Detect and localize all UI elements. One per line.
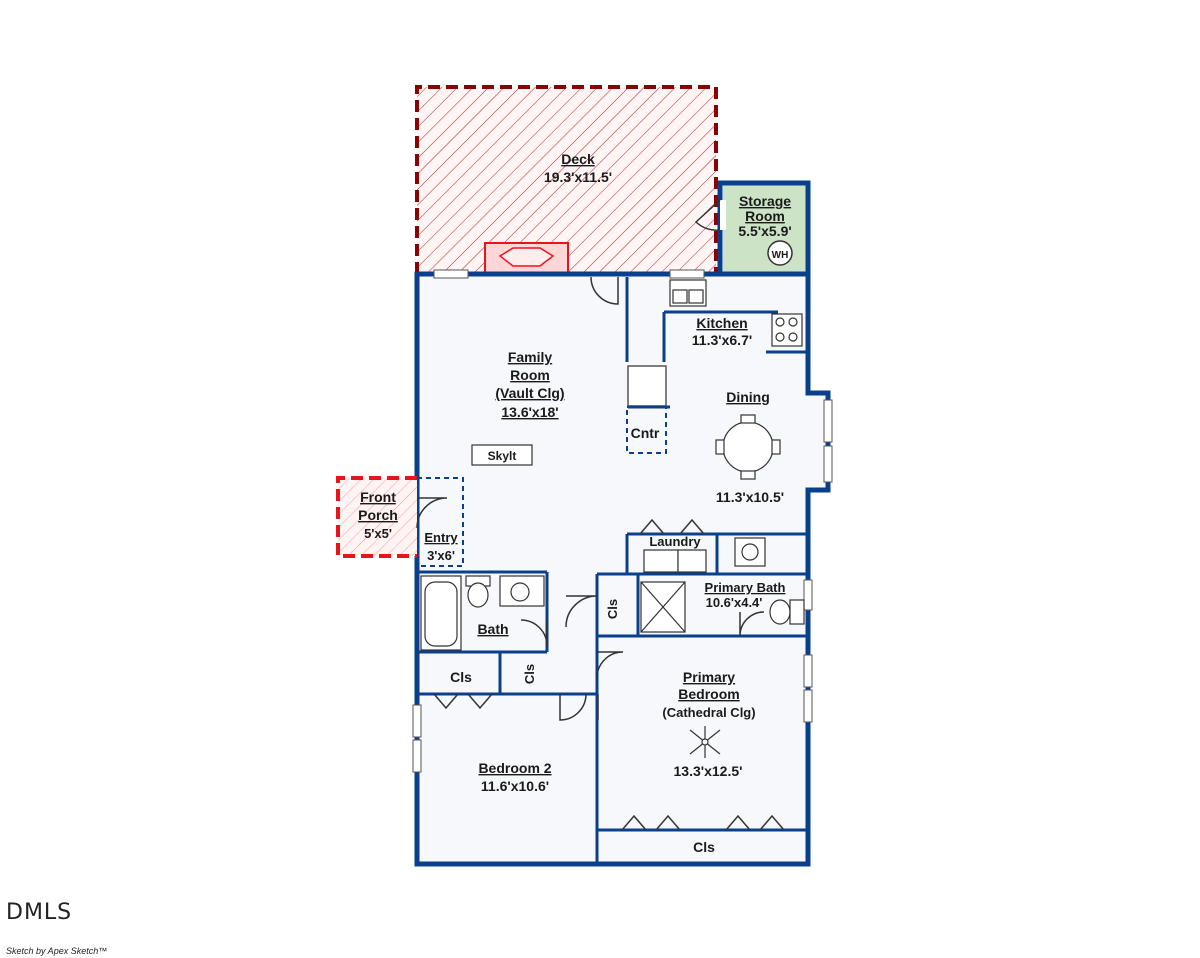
primary-bedroom-name-1: Primary xyxy=(683,669,735,685)
sink-icon xyxy=(741,543,759,561)
primary-bedroom-name-2: Bedroom xyxy=(678,686,739,702)
water-heater-label: WH xyxy=(772,250,789,261)
primary-bedroom-size: 13.3'x12.5' xyxy=(674,763,743,779)
family-name-1: Family xyxy=(508,349,553,365)
bedroom2-name: Bedroom 2 xyxy=(478,760,551,776)
bath-sink-icon xyxy=(510,582,530,602)
deck-size: 19.3'x11.5' xyxy=(544,169,612,185)
closet-bath-label: Cls xyxy=(605,599,620,619)
storage-size: 5.5'x5.9' xyxy=(738,223,791,239)
fixtures xyxy=(420,279,805,651)
primary-bath-name: Primary Bath xyxy=(705,580,786,595)
skylight-icon xyxy=(471,444,533,466)
porch-name-1: Front xyxy=(360,489,396,505)
doors xyxy=(416,276,765,721)
counter-outline xyxy=(626,406,667,454)
house-body xyxy=(412,269,833,867)
bifold-doors xyxy=(433,518,785,831)
closet-mid-label: Cls xyxy=(522,664,537,684)
interior-walls xyxy=(419,277,806,864)
toilet-icon xyxy=(769,599,791,625)
dining-name: Dining xyxy=(726,389,770,405)
family-name-2: Room xyxy=(510,367,550,383)
skylight-label: Skylt xyxy=(488,449,517,463)
counter-label: Cntr xyxy=(631,425,660,441)
dining-table-icon xyxy=(722,421,774,473)
primary-bedroom-note: (Cathedral Clg) xyxy=(662,705,755,720)
sketch-credit: Sketch by Apex Sketch™ xyxy=(6,946,108,956)
front-porch xyxy=(336,406,667,567)
entry-size: 3'x6' xyxy=(427,548,455,563)
bath-name: Bath xyxy=(477,621,508,637)
kitchen-size: 11.3'x6.7' xyxy=(692,332,752,348)
storage-name-2: Room xyxy=(745,208,785,224)
range-icon xyxy=(771,313,803,347)
deck-area xyxy=(415,85,718,275)
family-size: 13.6'x18' xyxy=(501,404,558,420)
ceiling-fan-icon xyxy=(689,726,721,758)
porch-size: 5'x5' xyxy=(364,526,392,541)
primary-bath-size: 10.6'x4.4' xyxy=(706,595,763,610)
washer-icon xyxy=(643,549,679,573)
kitchen-name: Kitchen xyxy=(696,315,747,331)
storage-name-1: Storage xyxy=(739,193,791,209)
closet-bottom-label: Cls xyxy=(693,839,715,855)
entry-name: Entry xyxy=(424,530,458,545)
bedroom2-size: 11.6'x10.6' xyxy=(481,778,549,794)
water-heater-icon xyxy=(767,240,793,266)
dining-size: 11.3'x10.5' xyxy=(716,489,784,505)
closet-left-label: Cls xyxy=(450,669,472,685)
dryer-icon xyxy=(677,549,707,573)
family-note: (Vault Clg) xyxy=(495,385,564,401)
dmls-logo: DMLS xyxy=(6,900,73,925)
bath-toilet-icon xyxy=(467,582,489,608)
storage-room xyxy=(694,180,811,274)
porch-name-2: Porch xyxy=(358,507,398,523)
deck-name: Deck xyxy=(561,151,595,167)
laundry-label: Laundry xyxy=(649,534,701,549)
